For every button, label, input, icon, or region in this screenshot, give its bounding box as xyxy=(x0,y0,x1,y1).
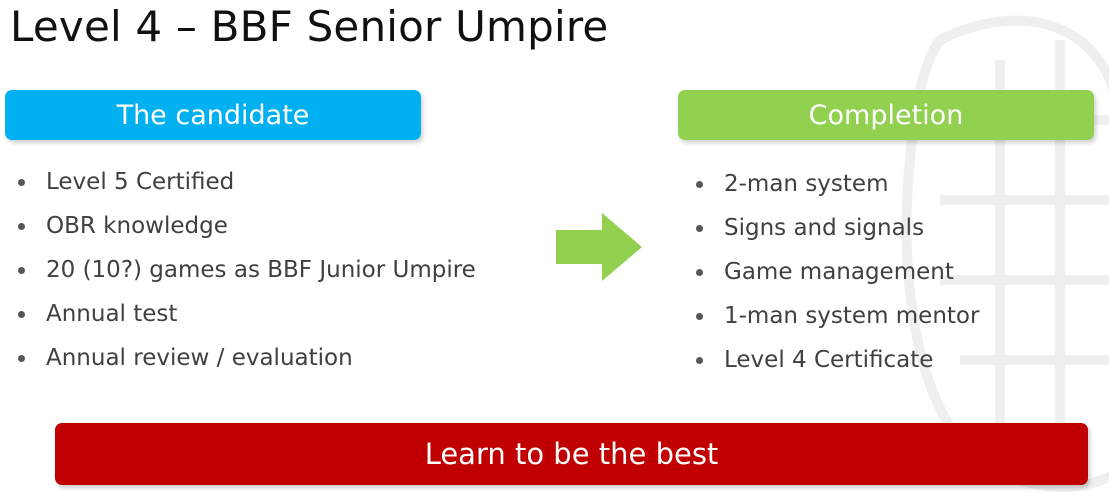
completion-item: Game management xyxy=(690,250,979,294)
completion-item: Level 4 Certificate xyxy=(690,338,979,382)
right-arrow-icon xyxy=(556,213,642,281)
candidate-item: Annual review / evaluation xyxy=(12,336,476,380)
page-title: Level 4 – BBF Senior Umpire xyxy=(10,2,609,51)
completion-list: 2-man system Signs and signals Game mana… xyxy=(690,162,979,382)
candidate-item: Annual test xyxy=(12,292,476,336)
candidate-item: 20 (10?) games as BBF Junior Umpire xyxy=(12,248,476,292)
candidate-item: Level 5 Certified xyxy=(12,160,476,204)
candidate-list: Level 5 Certified OBR knowledge 20 (10?)… xyxy=(12,160,476,380)
completion-header: Completion xyxy=(678,90,1094,140)
completion-item: Signs and signals xyxy=(690,206,979,250)
candidate-item: OBR knowledge xyxy=(12,204,476,248)
candidate-header: The candidate xyxy=(5,90,421,140)
completion-item: 2-man system xyxy=(690,162,979,206)
footer-banner: Learn to be the best xyxy=(55,423,1088,485)
completion-item: 1-man system mentor xyxy=(690,294,979,338)
